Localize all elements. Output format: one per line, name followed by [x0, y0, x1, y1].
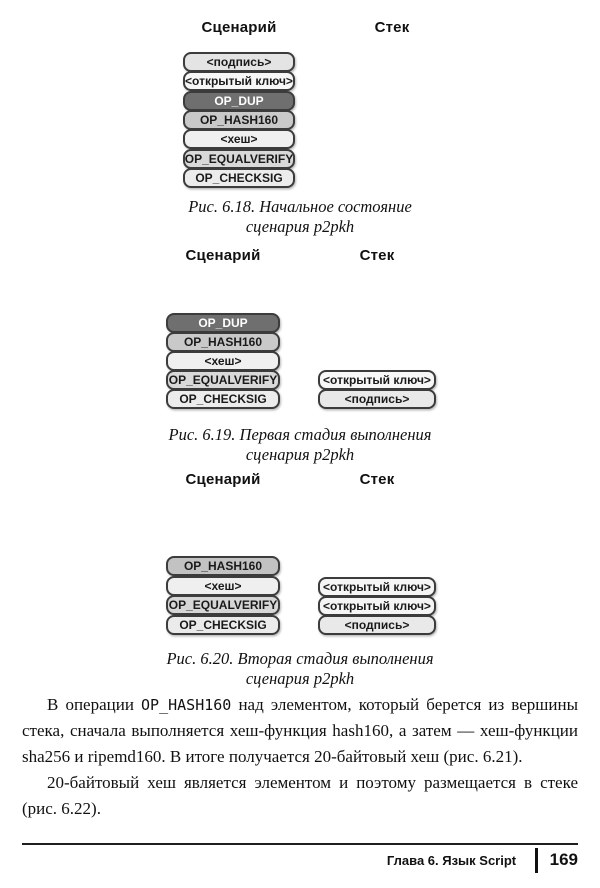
fig2-caption-line2: сценария p2pkh — [245, 444, 355, 464]
footer: Глава 6. Язык Script 169 — [22, 847, 578, 873]
fig1-script-box: <хеш> — [183, 129, 295, 149]
fig1-script-box: <подпись> — [183, 52, 295, 72]
paragraph-1: В операции OP_HASH160 над элементом, кот… — [22, 692, 578, 770]
fig2-caption: Рис. 6.19. Первая стадия выполнения сцен… — [0, 425, 600, 464]
fig3-caption: Рис. 6.20. Вторая стадия выполнения сцен… — [0, 649, 600, 688]
body-text: В операции OP_HASH160 над элементом, кот… — [22, 692, 578, 822]
fig2-script-box: OP_EQUALVERIFY — [166, 370, 280, 390]
paragraph-1-text: В операции — [47, 695, 142, 714]
fig1-script-box: OP_CHECKSIG — [183, 168, 295, 188]
fig2-script-box: OP_DUP — [166, 313, 280, 333]
paragraph-2: 20-байтовый хеш является элементом и поэ… — [22, 773, 578, 818]
footer-chapter-title: Глава 6. Язык Script — [386, 852, 517, 868]
fig2-script-box: OP_HASH160 — [166, 332, 280, 352]
fig1-caption-line1: Рис. 6.18. Начальное состояние — [188, 197, 412, 216]
fig2-script-header: Сценарий — [185, 247, 261, 264]
fig3-caption-line1: Рис. 6.20. Вторая стадия выполнения — [166, 649, 434, 668]
inline-opcode: OP_HASH160 — [141, 696, 232, 714]
fig2-script-box: OP_CHECKSIG — [166, 389, 280, 409]
fig2-stack-box: <открытый ключ> — [318, 370, 436, 390]
fig1-script-box: OP_HASH160 — [183, 110, 295, 130]
fig2-stack-header: Стек — [359, 247, 395, 264]
footer-page-number: 169 — [549, 850, 578, 869]
fig1-script-box: OP_DUP — [183, 91, 295, 111]
fig1-caption: Рис. 6.18. Начальное состояние сценария … — [0, 197, 600, 236]
fig3-caption-line2: сценария p2pkh — [245, 668, 355, 688]
fig3-script-box: OP_CHECKSIG — [166, 615, 280, 635]
footer-separator — [535, 847, 538, 873]
fig1-caption-line2: сценария p2pkh — [245, 216, 355, 236]
fig2-stack-box: <подпись> — [318, 389, 436, 409]
fig3-stack-box: <подпись> — [318, 615, 436, 635]
fig3-script-header: Сценарий — [185, 471, 261, 488]
fig1-script-header: Сценарий — [201, 19, 277, 36]
fig3-stack-box: <открытый ключ> — [318, 596, 436, 616]
fig3-script-box: <хеш> — [166, 576, 280, 596]
fig3-script-box: OP_EQUALVERIFY — [166, 595, 280, 615]
footer-rule — [22, 843, 578, 845]
paragraph-1-text: над элементом, который берется из вершин… — [22, 695, 578, 766]
fig1-stack-header: Стек — [374, 19, 410, 36]
fig3-stack-header: Стек — [359, 471, 395, 488]
fig3-stack-box: <открытый ключ> — [318, 577, 436, 597]
fig2-script-box: <хеш> — [166, 351, 280, 371]
fig2-caption-line1: Рис. 6.19. Первая стадия выполнения — [168, 425, 432, 444]
fig1-script-box: OP_EQUALVERIFY — [183, 149, 295, 169]
fig3-script-box: OP_HASH160 — [166, 556, 280, 576]
fig1-script-box: <открытый ключ> — [183, 71, 295, 91]
